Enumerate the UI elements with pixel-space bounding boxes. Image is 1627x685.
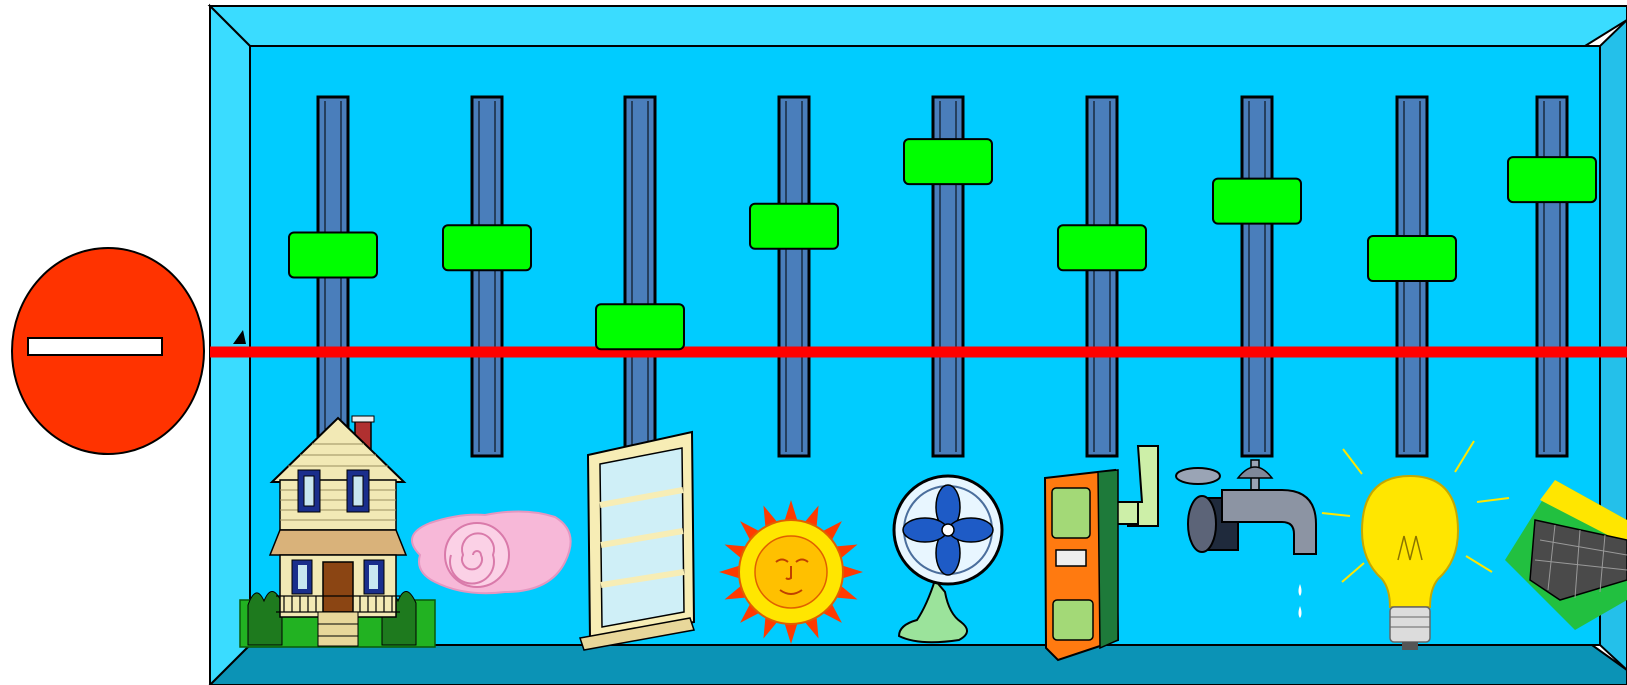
frame-top bbox=[207, 5, 1627, 47]
faucet-icon bbox=[1175, 459, 1317, 618]
sun-ray bbox=[719, 565, 742, 579]
insulation-roll-icon bbox=[411, 510, 572, 595]
slider-thumb-insulation[interactable] bbox=[442, 224, 532, 272]
solar-panel-icon bbox=[1505, 480, 1627, 630]
slider-thumb-solar-panel[interactable] bbox=[1507, 156, 1597, 204]
sun-ray bbox=[784, 500, 798, 523]
slider-thumb-faucet[interactable] bbox=[1212, 177, 1302, 225]
slider-thumb-window[interactable] bbox=[595, 303, 685, 351]
frame-left bbox=[209, 3, 251, 685]
frame-bottom bbox=[208, 644, 1627, 685]
fan-icon bbox=[892, 474, 1004, 644]
slider-thumb-light-bulb[interactable] bbox=[1367, 235, 1457, 283]
slider-thumb-sun[interactable] bbox=[749, 202, 839, 250]
cursor-marker bbox=[233, 330, 246, 344]
light-bulb-icon bbox=[1321, 440, 1510, 650]
sun-ray bbox=[784, 621, 798, 644]
slider-track-water-heater bbox=[1085, 95, 1119, 458]
house-icon bbox=[239, 415, 436, 648]
slider-thumbs bbox=[288, 138, 1597, 351]
slider-track-sun bbox=[777, 95, 811, 458]
minus-icon bbox=[27, 337, 163, 356]
slider-thumb-house[interactable] bbox=[288, 231, 378, 279]
slider-track-faucet bbox=[1240, 95, 1274, 458]
slider-track-insulation bbox=[470, 95, 504, 458]
water-heater-icon bbox=[1043, 445, 1159, 662]
minus-button[interactable] bbox=[11, 247, 205, 455]
slider-thumb-fan[interactable] bbox=[903, 138, 993, 186]
window-icon bbox=[579, 430, 696, 651]
slider-thumb-water-heater[interactable] bbox=[1057, 224, 1147, 272]
slider-track-solar-panel bbox=[1535, 95, 1569, 458]
sun-icon bbox=[719, 500, 863, 644]
sun-ray bbox=[840, 565, 863, 579]
slider-track-window bbox=[623, 95, 657, 458]
